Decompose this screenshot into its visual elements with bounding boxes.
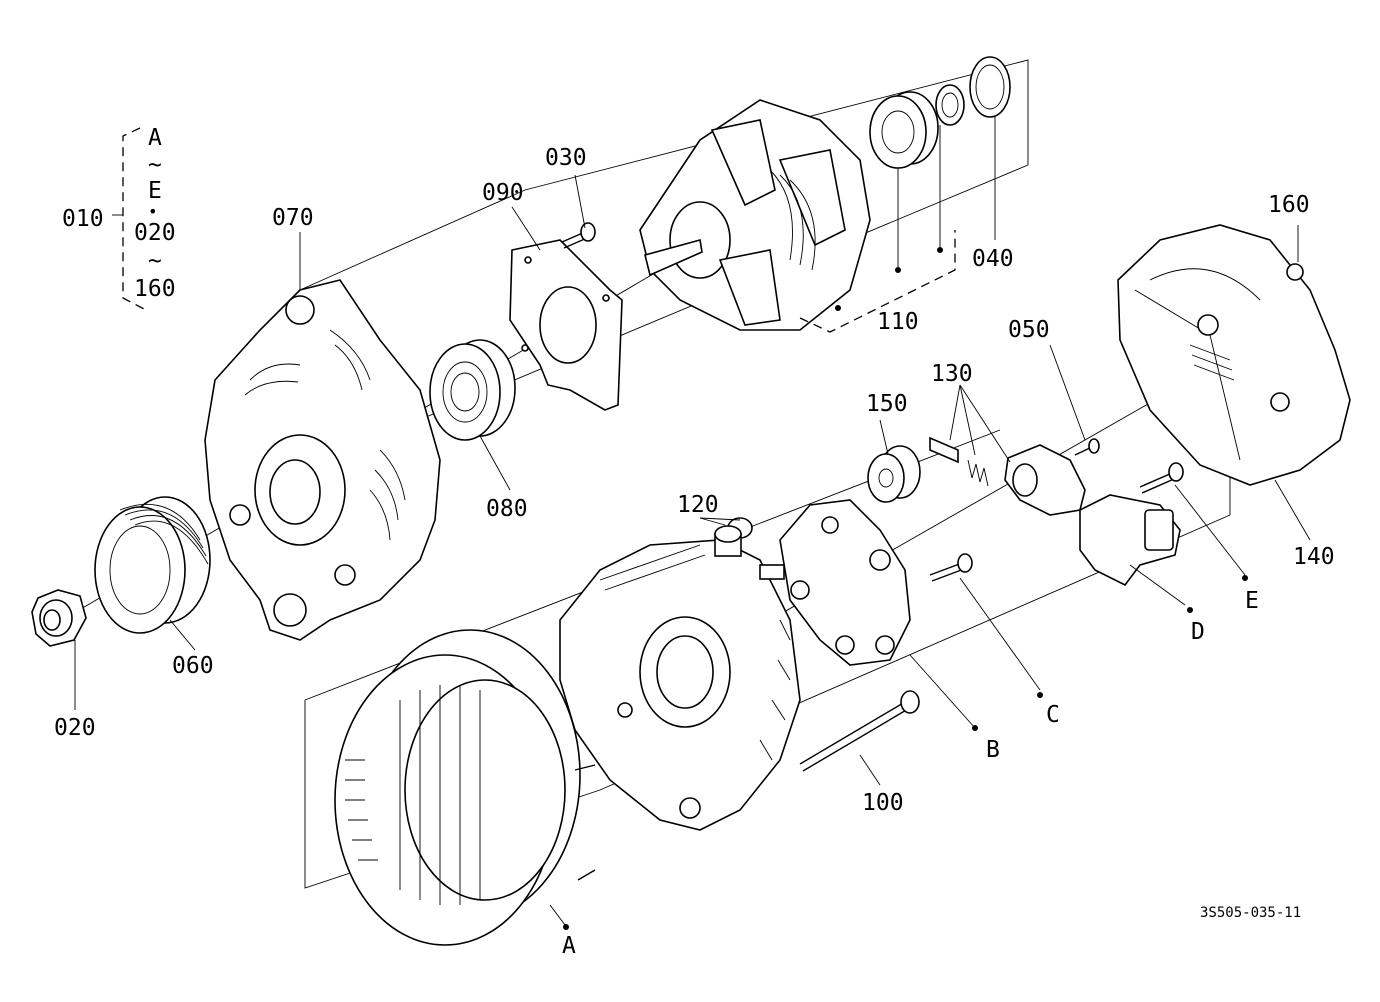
regulator-d [1079, 494, 1181, 587]
brush-holder-050 [1004, 438, 1100, 516]
callout-090: 090 [482, 180, 524, 206]
cover-ring-040 [969, 56, 1011, 118]
bolt-e [1139, 462, 1184, 494]
group-note-tilde1: ~ [148, 152, 162, 178]
ring-washer [935, 84, 965, 126]
callout-080: 080 [486, 496, 528, 522]
group-note: A ~ E • 020 ~ 160 [134, 125, 176, 302]
plate-090 [509, 239, 623, 411]
callout-b: B [986, 737, 1000, 763]
rectifier-b [759, 499, 911, 666]
stator-a [334, 629, 596, 946]
callout-030: 030 [545, 145, 587, 171]
callout-020: 020 [54, 715, 96, 741]
group-note-line4: 160 [134, 276, 176, 302]
bushings-120 [714, 517, 753, 557]
lower-frame [304, 430, 1231, 889]
callout-140: 140 [1293, 544, 1335, 570]
callout-060: 060 [172, 653, 214, 679]
callout-d: D [1191, 619, 1205, 645]
callout-c: C [1046, 702, 1060, 728]
callout-010: 010 [62, 206, 104, 232]
callout-160: 160 [1268, 192, 1310, 218]
bearing-080 [429, 339, 516, 441]
bolt-c [929, 553, 973, 582]
through-bolt-100 [799, 690, 920, 772]
pulley-060 [94, 496, 211, 634]
callout-040: 040 [972, 246, 1014, 272]
callout-110: 110 [877, 309, 919, 335]
group-note-line3: 020 [134, 220, 176, 246]
group-note-tilde2: ~ [148, 248, 162, 274]
brushes-130 [929, 436, 989, 487]
rear-bearing [869, 91, 939, 169]
rear-housing [559, 539, 801, 831]
callout-130: 130 [931, 361, 973, 387]
figure-code: 3S505-035-11 [1200, 905, 1301, 921]
group-note-dot: • [148, 202, 158, 221]
callout-150: 150 [866, 391, 908, 417]
callout-100: 100 [862, 790, 904, 816]
callout-a: A [562, 933, 576, 959]
rotor-110 [639, 99, 871, 331]
callout-070: 070 [272, 205, 314, 231]
roller-150 [867, 445, 921, 503]
callout-050: 050 [1008, 317, 1050, 343]
callout-e: E [1245, 588, 1259, 614]
nut-020 [31, 589, 87, 647]
screw-030 [561, 222, 596, 249]
group-bracket [112, 127, 147, 311]
rear-cover-140 [1117, 224, 1351, 486]
front-housing-070 [204, 279, 441, 641]
callout-120: 120 [677, 492, 719, 518]
group-note-line2: E [148, 178, 162, 204]
group-note-line1: A [148, 125, 162, 151]
